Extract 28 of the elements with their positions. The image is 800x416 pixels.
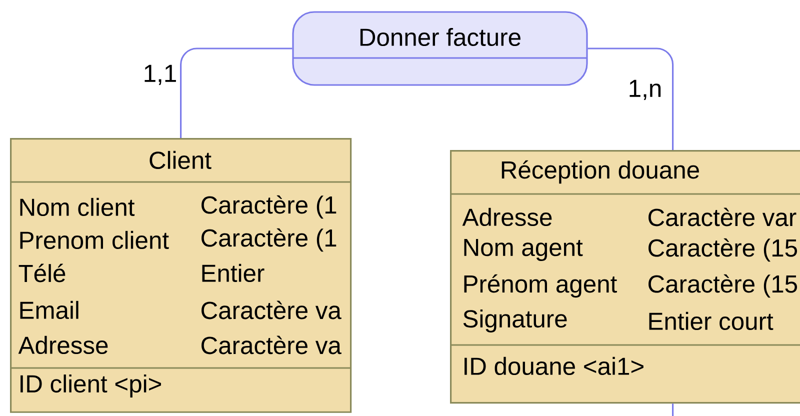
connector-line — [672, 404, 674, 416]
attribute-type: Caractère va — [202, 336, 342, 354]
connector-line — [588, 48, 674, 150]
attribute-type: Caractère (1 — [202, 228, 336, 252]
connector-line — [180, 48, 292, 138]
attribute-name: Adresse — [462, 208, 552, 226]
identifier: ID client <pi> — [20, 374, 161, 398]
attribute-name: Adresse — [18, 336, 108, 354]
attribute-name: Email — [20, 300, 78, 320]
attribute-name: Prénom agent — [464, 274, 617, 298]
attribute-type: Caractère (15 — [648, 238, 797, 262]
relationship-box: Donner facture — [292, 11, 588, 86]
entity-title: Client — [150, 150, 212, 170]
attribute-type: Caractère (1 — [202, 195, 336, 219]
attribute-type: Entier court — [649, 312, 774, 330]
attribute-name: Nom client — [20, 198, 135, 216]
entity-title: Réception douane — [502, 160, 699, 184]
attribute-type: Caractère va — [202, 300, 342, 320]
attribute-name: Prenom client — [20, 230, 169, 250]
attribute-type: Entier — [202, 264, 264, 282]
cardinality-label: 1,1 — [144, 64, 176, 86]
attribute-name: Télé — [18, 264, 66, 282]
attribute-type: Caractère var — [648, 208, 796, 226]
attribute-name: Signature — [463, 310, 567, 332]
identifier: ID douane <ai1> — [464, 356, 644, 376]
cardinality-label: 1,n — [630, 80, 661, 100]
attribute-name: Nom agent — [464, 238, 583, 262]
attribute-type: Caractère (15 — [648, 274, 797, 298]
